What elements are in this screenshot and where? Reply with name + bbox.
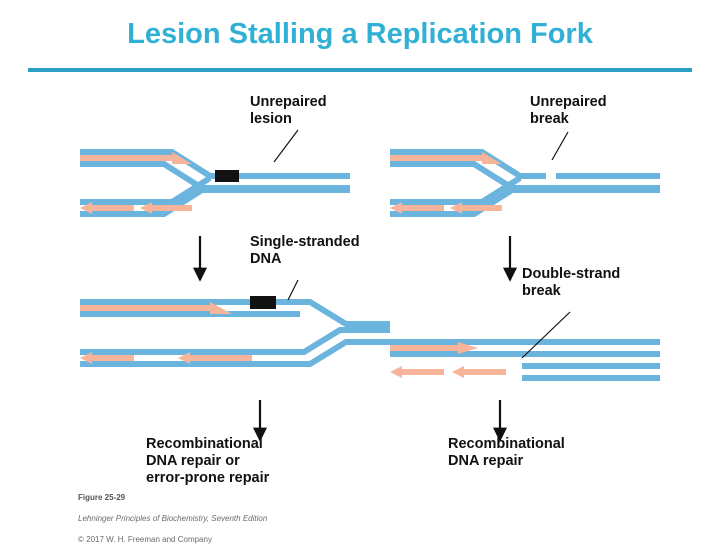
figure-number: Figure 25-29 (78, 492, 126, 502)
figure-diagram: Unrepaired lesion Unrepaired break Singl… (60, 84, 680, 544)
strand-break-gap (546, 172, 556, 180)
title-divider (28, 68, 692, 72)
panel-middle-left (80, 296, 390, 367)
label-unrepaired-break: Unrepaired break (530, 94, 607, 128)
label-unrepaired-lesion: Unrepaired lesion (250, 94, 327, 128)
leader-line-lesion (273, 129, 299, 163)
label-recombinational-right: Recombinational DNA repair (448, 436, 565, 470)
slide: Lesion Stalling a Replication Fork (28, 18, 692, 544)
lesion-block (215, 170, 239, 182)
leader-line-dsb (521, 311, 571, 359)
leader-line-break (551, 131, 569, 161)
label-recombinational-left: Recombinational DNA repair or error-pron… (146, 436, 270, 487)
panel-top-right (390, 149, 660, 217)
panel-middle-right (390, 339, 660, 381)
dna-replication-fork-svg (80, 129, 660, 442)
lesion-block-2 (250, 296, 276, 309)
leader-line-ssdna (287, 279, 299, 301)
page-title: Lesion Stalling a Replication Fork (127, 18, 593, 50)
label-single-stranded-dna: Single-stranded DNA (250, 234, 360, 268)
figure-source: Lehninger Principles of Biochemistry, Se… (78, 513, 268, 523)
figure-copyright: © 2017 W. H. Freeman and Company (78, 534, 212, 544)
panel-top-left (80, 149, 350, 217)
label-double-strand-break: Double-strand break (522, 266, 621, 300)
figure-credit: Figure 25-29 Lehninger Principles of Bio… (78, 482, 267, 556)
